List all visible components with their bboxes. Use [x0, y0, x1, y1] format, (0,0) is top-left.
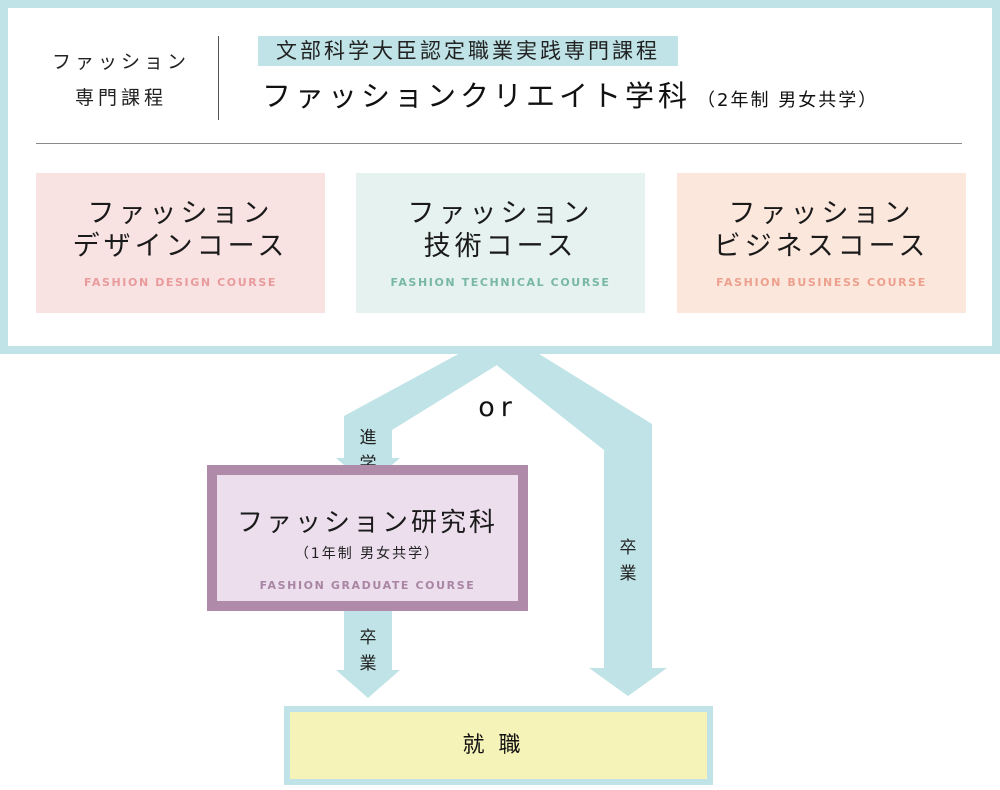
course-english-name: FASHION BUSINESS COURSE [716, 276, 927, 289]
header-vertical-divider [218, 36, 219, 120]
course-technical: ファッション 技術コース FASHION TECHNICAL COURSE [356, 173, 645, 313]
graduate-course-box: ファッション研究科 （1年制 男女共学） FASHION GRADUATE CO… [207, 465, 528, 611]
department-name: ファッションクリエイト学科 [262, 79, 692, 113]
course-name-line-1: ファッション [728, 198, 915, 229]
graduate-right-char-2: 業 [619, 564, 637, 584]
graduate-left-char-1: 卒 [359, 628, 377, 648]
department-title: ファッションクリエイト学科（2年制 男女共学） [262, 74, 878, 123]
graduate-label-right: 卒 業 [608, 535, 648, 587]
employment-box: 就職 [284, 706, 713, 785]
course-name: ファッション ビジネスコース [677, 197, 966, 263]
course-name: ファッション デザインコース [36, 197, 325, 263]
course-design: ファッション デザインコース FASHION DESIGN COURSE [36, 173, 325, 313]
graduate-left-char-2: 業 [359, 654, 377, 674]
graduate-sub: （1年制 男女共学） [294, 546, 441, 562]
graduate-english-name: FASHION GRADUATE COURSE [259, 579, 476, 592]
graduate-right-char-1: 卒 [619, 538, 637, 558]
header-horizontal-divider [36, 143, 962, 144]
course-name-line-2: デザインコース [72, 231, 289, 262]
arrow-to-graduate [336, 352, 518, 486]
or-label: or [478, 392, 518, 423]
graduate-label-left: 卒 業 [348, 625, 388, 677]
graduate-name: ファッション研究科 [236, 508, 498, 538]
course-name-line-2: 技術コース [423, 231, 578, 262]
course-business: ファッション ビジネスコース FASHION BUSINESS COURSE [677, 173, 966, 313]
arrow-to-employment-right [480, 352, 667, 696]
department-sub: （2年制 男女共学） [697, 90, 879, 111]
course-name-line-1: ファッション [407, 198, 594, 229]
category-line-2: 専門課程 [74, 87, 167, 109]
course-english-name: FASHION DESIGN COURSE [84, 276, 277, 289]
advance-char-1: 進 [359, 428, 377, 448]
course-english-name: FASHION TECHNICAL COURSE [390, 276, 611, 289]
course-name: ファッション 技術コース [356, 197, 645, 263]
arrow-graduate-to-employment [336, 611, 400, 698]
category-line-1: ファッション [51, 51, 190, 73]
course-name-line-2: ビジネスコース [713, 231, 930, 262]
certification-badge: 文部科学大臣認定職業実践専門課程 [258, 36, 678, 66]
department-category: ファッション 専門課程 [36, 44, 206, 116]
course-name-line-1: ファッション [87, 198, 274, 229]
